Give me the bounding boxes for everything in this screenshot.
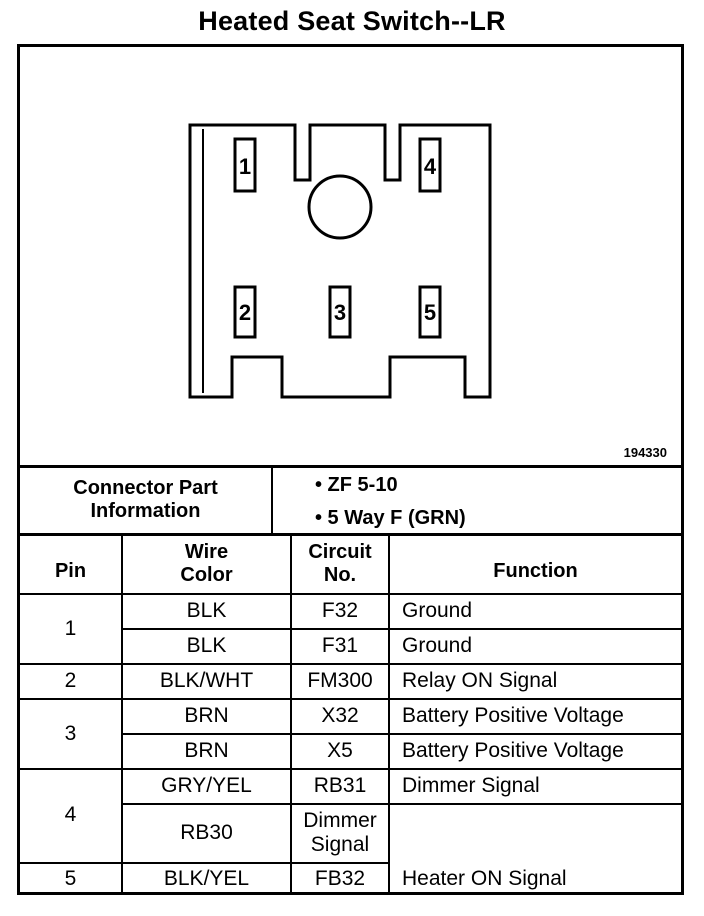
document-frame: 1 4 2 3 5 194330 Connector Part Informat…: [17, 44, 684, 895]
figure-number: 194330: [623, 445, 667, 460]
wire-color-cell: BRN: [184, 703, 229, 727]
row-rule: [121, 733, 681, 735]
header-circuit-no: Circuit No.: [308, 541, 372, 586]
circuit-cell: Dimmer Signal: [303, 808, 377, 856]
col-divider-pin: [121, 536, 123, 895]
row-rule: [121, 803, 681, 805]
pin-cell: 3: [64, 721, 77, 745]
pin-label-2: 2: [239, 300, 251, 325]
pin-cell: 4: [64, 803, 77, 827]
header-pin: Pin: [54, 559, 87, 582]
function-cell: Battery Positive Voltage: [402, 738, 624, 762]
pin-cell: 2: [64, 668, 77, 692]
function-cell: Ground: [402, 598, 473, 622]
connector-info-item: • ZF 5-10: [315, 474, 398, 496]
pin-cell: 1: [64, 616, 77, 640]
wire-color-cell: BLK: [186, 633, 227, 657]
col-divider-circuit: [388, 536, 390, 895]
latch-circle-icon: [307, 174, 373, 240]
table-top-rule: [20, 533, 681, 536]
wire-color-cell: RB30: [180, 820, 233, 844]
function-cell: Heater ON Signal: [402, 867, 567, 891]
pin-label-1: 1: [239, 154, 251, 179]
circuit-cell: FB32: [314, 867, 366, 891]
pin-cavity-2: [233, 285, 257, 339]
connector-body-outline: [188, 123, 492, 399]
row-rule: [20, 698, 681, 700]
pin-label-5: 5: [424, 300, 436, 325]
wire-color-cell: BLK/YEL: [163, 867, 250, 891]
pin-cavity-4: [418, 137, 442, 193]
row-rule: [121, 628, 681, 630]
pin-label-3: 3: [334, 300, 346, 325]
wire-color-cell: BLK: [186, 598, 227, 622]
connector-face-diagram: 1 4 2 3 5: [188, 123, 492, 399]
pin-label-4: 4: [424, 154, 437, 179]
circuit-cell: FM300: [307, 668, 373, 692]
connector-info-item: • 5 Way F (GRN): [315, 507, 466, 529]
circuit-cell: RB31: [313, 773, 367, 797]
pin-cavity-1: [233, 137, 257, 193]
diagram-divider: [20, 465, 681, 468]
header-function: Function: [493, 559, 578, 582]
pin-cell: 5: [64, 867, 77, 891]
wire-color-cell: BLK/WHT: [159, 668, 254, 692]
row-rule: [20, 862, 388, 864]
circuit-cell: F32: [321, 598, 359, 622]
pin-cavity-3: [328, 285, 352, 339]
row-rule: [20, 768, 681, 770]
connector-info-label: Connector Part Information: [73, 477, 218, 522]
wire-color-cell: BRN: [184, 738, 229, 762]
row-rule: [20, 663, 681, 665]
circuit-cell: X32: [321, 703, 359, 727]
page-title: Heated Seat Switch--LR: [198, 6, 506, 36]
function-cell: Dimmer Signal: [402, 773, 540, 797]
circuit-cell: F31: [321, 633, 359, 657]
circuit-cell: X5: [327, 738, 353, 762]
header-wire-color: Wire Color: [180, 541, 233, 586]
col-divider-wire: [290, 536, 292, 895]
header-rule: [20, 593, 681, 595]
wire-color-cell: GRY/YEL: [161, 773, 252, 797]
function-cell: Battery Positive Voltage: [402, 703, 624, 727]
pin-cavity-5: [418, 285, 442, 339]
function-cell: Relay ON Signal: [402, 668, 558, 692]
connector-info-divider: [271, 468, 273, 534]
function-cell: Ground: [402, 633, 473, 657]
